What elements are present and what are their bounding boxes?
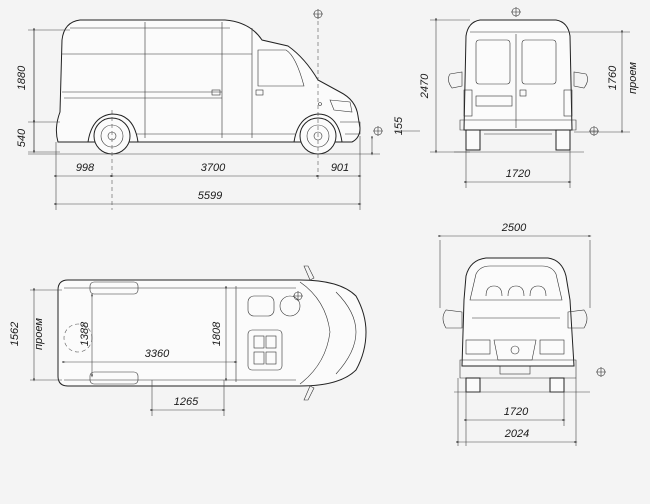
dim-front-overhang: 998 [76,162,95,174]
dim-overall-length: 5599 [198,190,222,202]
dim-body-width: 2024 [504,428,529,440]
dim-mirror-width: 2500 [501,222,527,234]
dim-cargo-width-left: 1562 [9,322,21,346]
dim-height-upper: 1880 [16,65,28,90]
dim-rear-overhang: 901 [331,162,349,174]
dim-door-opening-height: 1760 [607,65,619,90]
front-body-outline [461,257,575,367]
dim-side-door-width: 1265 [174,396,199,408]
door-opening-label: проем [627,62,639,94]
dim-overall-height: 2470 [419,73,431,99]
side-window [257,49,305,87]
licence-plate [475,95,513,107]
top-view: 1562 проем 1388 1808 3360 1265 [9,265,367,416]
dim-wheel-arch-gap: 1388 [79,321,91,346]
steering-wheel [279,295,301,317]
cab-door-handle [255,89,264,96]
dim-rear-track: 1720 [506,168,531,180]
driver-seat [247,295,275,317]
top-body-outline [57,279,367,387]
dim-front-track: 1720 [504,406,529,418]
side-view: 1880 540 155 998 3700 901 5599 [16,9,420,210]
dim-cargo-width: 1808 [211,321,223,346]
top-opening-label: проем [33,318,45,350]
dim-height-lower: 540 [16,128,28,147]
dim-cargo-length: 3360 [145,348,170,360]
rear-right-window [521,39,557,85]
windshield [469,265,563,301]
passenger-bench [247,329,283,371]
dim-wheelbase: 3700 [201,162,226,174]
rear-left-window [475,39,511,85]
rear-body-outline [463,19,573,131]
dim-ground-clearance: 155 [393,116,405,135]
cargo-door-handle [211,89,221,96]
front-view: 2500 1720 2024 [438,222,606,446]
rear-view: 2470 1760 проем 1720 [419,7,639,188]
